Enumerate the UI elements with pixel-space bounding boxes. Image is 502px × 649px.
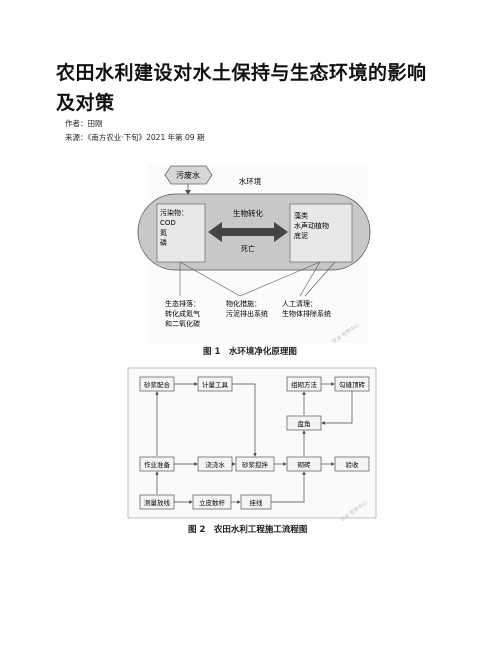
physchem-line-1: 物化措施： <box>226 299 261 308</box>
figure-2-arrows <box>155 382 353 504</box>
wastewater-label: 污废水 <box>176 170 200 180</box>
organism-line-3: 底泥 <box>294 231 308 240</box>
figure-2-boxes <box>139 376 370 510</box>
manual-line-2: 生物体排除系统 <box>282 309 331 318</box>
node-pan: 盘角 <box>298 419 311 428</box>
figure-2-labels: 砂浆配合 计量工具 组砌方法 勾缝顶砖 盘角 作业准备 浇浇水 砂浆搅拌 砌砖 … <box>144 380 366 507</box>
manual-line-1: 人工清理： <box>282 299 317 308</box>
physchem-line-2: 污泥排出系统 <box>226 309 268 318</box>
node-prep: 作业准备 <box>144 460 171 469</box>
node-brick-cover: 勾缝顶砖 <box>339 380 366 389</box>
node-wet-brick: 浇浇水 <box>205 460 225 469</box>
figure-2-caption: 图 2 农田水利工程施工流程图 <box>188 525 308 535</box>
pollutant-line-4: 磷 <box>160 238 167 247</box>
source-line: 来源：《南方农业·下旬》2021 年第 09 期 <box>65 133 205 142</box>
node-mortar-stir: 砂浆搅拌 <box>242 460 269 469</box>
figure-1-connectors <box>179 261 336 297</box>
node-metering: 计量工具 <box>202 380 229 389</box>
ecology-line-1: 生态排落： <box>165 299 200 308</box>
author-line: 作者：田刚 <box>65 119 103 128</box>
article-title: 农田水利建设对水土保持与生态环境的影响 及对策 <box>56 58 456 118</box>
wastewater-arrowhead <box>185 190 191 195</box>
node-line: 挂线 <box>250 498 264 507</box>
pollutant-box <box>156 203 206 263</box>
node-masonry: 砌砖 <box>298 460 312 469</box>
water-environment-label: 水环境 <box>239 176 262 186</box>
node-brick-assembly: 组砌方法 <box>291 380 318 389</box>
figure-1-caption: 图 1 水环境净化原理图 <box>203 347 297 357</box>
pollutant-line-1: 污染物： <box>160 208 188 217</box>
bidirectional-arrow <box>208 222 288 242</box>
node-survey: 测量放线 <box>144 498 171 507</box>
node-check: 验收 <box>346 460 360 469</box>
title-line-2: 及对策 <box>56 92 115 114</box>
organism-box <box>289 203 353 263</box>
pollutant-line-3: 氮 <box>160 228 167 237</box>
node-vertical: 立皮数杆 <box>199 498 226 507</box>
organism-line-1: 藻类 <box>294 211 308 220</box>
death-label: 死亡 <box>241 244 255 253</box>
ecology-line-2: 转化成氮气 <box>165 309 200 318</box>
title-line-1: 农田水利建设对水土保持与生态环境的影响 <box>56 62 427 84</box>
figure-2-frame <box>127 367 377 519</box>
node-mortar-mix: 砂浆配合 <box>144 380 171 389</box>
pollutant-line-2: COD <box>160 219 176 227</box>
wastewater-node <box>164 165 213 185</box>
biological-transform-label: 生物转化 <box>233 208 263 218</box>
ecology-line-3: 和二氧化碳 <box>165 319 200 328</box>
organism-line-2: 水声动植物 <box>294 221 329 230</box>
